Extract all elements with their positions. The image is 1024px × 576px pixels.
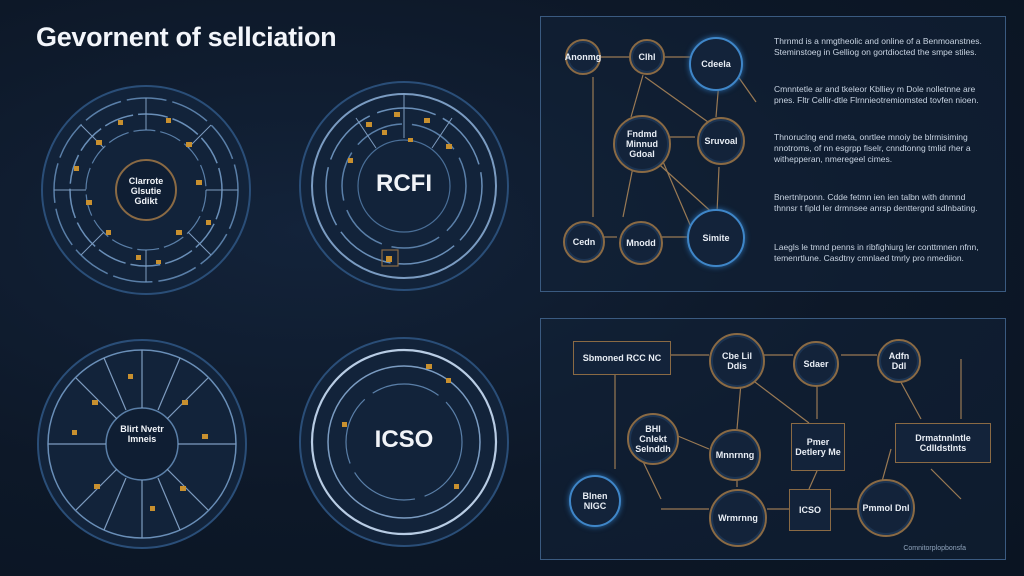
bottom-node-2: Sdaer <box>793 341 839 387</box>
bottom-node-6: Blnen NIGC <box>569 475 621 527</box>
page-title: Gevornent of sellciation <box>36 22 337 52</box>
bottom-panel-footnote: Comnitorplopbonsfa <box>903 545 966 552</box>
top-node-7: Mnodd <box>619 221 663 265</box>
circle-3-label: Blirt Nvetr Imneis <box>120 424 164 444</box>
top-panel-paragraph-2: Cmnntetle ar and tkeleor Kblliey m Dole … <box>774 84 979 105</box>
circle-diagram-1-graphic <box>41 85 251 295</box>
bottom-rect-node-3: Drmatnnlntle Cdlldstlnts <box>895 423 991 463</box>
top-panel-paragraph-1: Thrnmd is a nmgtheolic and online of a B… <box>774 36 982 57</box>
top-panel-paragraph-5: Laegls le tmnd penns in ribfighiurg ler … <box>774 242 979 263</box>
circle-diagram-1: Clarrote Glsutie Gdikt <box>36 80 256 300</box>
top-node-5: Sruvoal <box>697 117 745 165</box>
bottom-node-3: Adfn Ddl <box>877 339 921 383</box>
bottom-rect-node-2: Pmer Detlery Me <box>791 423 845 471</box>
bottom-rect-node-4: ICSO <box>789 489 831 531</box>
top-node-2: Clhl <box>629 39 665 75</box>
bottom-diagram-panel: Sbmoned RCC NC Cbe Lil Ddis Sdaer Adfn D… <box>540 318 1006 560</box>
circle-diagram-3: Blirt Nvetr Imneis <box>32 334 252 554</box>
bottom-node-7: Wrmrnng <box>709 489 767 547</box>
top-node-8: Simite <box>687 209 745 267</box>
top-node-3: Cdeela <box>689 37 743 91</box>
top-node-4: Fndmd Minnud Gdoal <box>613 115 671 173</box>
circle-1-label: Clarrote Glsutie Gdikt <box>128 176 164 206</box>
circle-diagram-4: ICSO <box>296 334 512 550</box>
bottom-panel-connectors <box>614 354 962 510</box>
top-node-1: Anonmg <box>565 39 601 75</box>
bottom-rect-node-1: Sbmoned RCC NC <box>573 341 671 375</box>
circle-diagram-2: RCFI <box>296 78 512 294</box>
circle-diagram-4-graphic <box>299 337 509 547</box>
bottom-node-8: Pmmol Dnl <box>857 479 915 537</box>
bottom-node-5: Mnnrnng <box>709 429 761 481</box>
circle-diagram-3-graphic <box>37 339 247 549</box>
circle-diagram-2-graphic <box>299 81 509 291</box>
top-node-6: Cedn <box>563 221 605 263</box>
circle-2-label: RCFI <box>376 170 432 197</box>
bottom-node-1: Cbe Lil Ddis <box>709 333 765 389</box>
circle-4-label: ICSO <box>374 426 434 453</box>
top-diagram-panel: Anonmg Clhl Cdeela Fndmd Minnud Gdoal Sr… <box>540 16 1006 292</box>
top-panel-paragraph-3: Thnoruclng end rneta, onrtlee mnoiy be b… <box>774 132 971 164</box>
top-panel-paragraph-4: Bnertnlrponn. Cdde fetmn ien ien talbn w… <box>774 192 978 213</box>
bottom-node-4: BHl Cnlekt Selnddh <box>627 413 679 465</box>
top-panel-connectors <box>592 56 757 238</box>
